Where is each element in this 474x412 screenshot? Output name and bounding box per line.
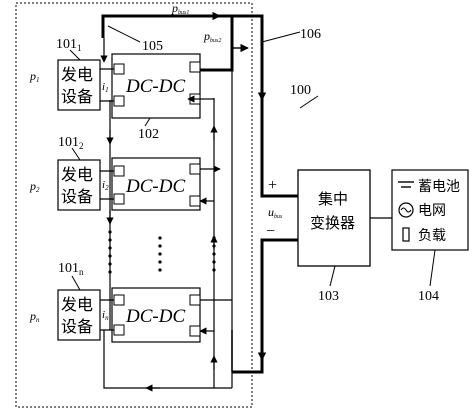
generator-label-na: 发电 xyxy=(61,295,93,314)
unit-1 xyxy=(57,38,214,119)
pout1-label: pbus1 xyxy=(171,1,189,16)
dcdc-label-n: DC-DC xyxy=(125,306,185,327)
dcdc-label-2: DC-DC xyxy=(125,176,185,197)
ref-102: 102 xyxy=(138,127,159,142)
load-label: 负载 xyxy=(418,228,446,244)
central-converter-label-1: 集中 xyxy=(318,190,348,208)
ref-105: 105 xyxy=(142,39,163,54)
load-resistor-icon xyxy=(402,227,410,242)
ref-100: 100 xyxy=(290,83,311,98)
minus-sign: − xyxy=(266,223,275,240)
ellipsis-dots xyxy=(108,230,216,274)
central-converter-box xyxy=(297,169,371,267)
unit-n xyxy=(57,287,232,343)
unit-2 xyxy=(57,157,221,211)
central-converter-label-2: 变换器 xyxy=(310,214,355,232)
dcdc-label-1: DC-DC xyxy=(125,76,185,97)
generator-box-n xyxy=(57,289,101,341)
inner-connectors xyxy=(109,98,215,388)
power-label-1: p1 xyxy=(29,69,40,84)
leader-lines xyxy=(69,25,436,291)
ref-103: 103 xyxy=(318,289,339,304)
ac-source-icon xyxy=(398,202,414,218)
current-label-1: i1 xyxy=(102,81,109,94)
connector-arrows xyxy=(106,125,218,370)
ref-104: 104 xyxy=(418,289,439,304)
current-label-2: i2 xyxy=(102,179,109,192)
grid-label: 电网 xyxy=(418,203,446,219)
ref-101-2: 1012 xyxy=(58,135,84,151)
power-label-2: p2 xyxy=(29,179,40,194)
pout2-label: pbus2 xyxy=(203,29,221,44)
plus-sign: + xyxy=(268,177,277,194)
return-line xyxy=(103,330,232,389)
ref-101-n: 101n xyxy=(58,261,84,277)
battery-icon xyxy=(398,181,414,188)
ubus-label: ubus xyxy=(268,205,283,220)
dcdc-box-2 xyxy=(111,157,201,211)
dcdc-box-1 xyxy=(111,53,201,119)
generator-box-2 xyxy=(57,159,101,211)
ref-106: 106 xyxy=(300,27,321,42)
bus-lines xyxy=(101,14,298,388)
generator-box-1 xyxy=(57,59,101,111)
generator-label-2b: 设备 xyxy=(61,187,93,206)
generator-label-1a: 发电 xyxy=(61,65,93,84)
dcdc-box-n xyxy=(111,287,201,343)
generator-label-2a: 发电 xyxy=(61,165,93,184)
ref-101-1: 1011 xyxy=(56,37,82,53)
current-label-n: in xyxy=(102,309,109,322)
battery-label: 蓄电池 xyxy=(418,179,460,195)
system-enclosure xyxy=(15,2,253,408)
generator-label-1b: 设备 xyxy=(61,87,93,106)
power-label-n: pn xyxy=(29,309,40,324)
generator-label-nb: 设备 xyxy=(61,317,93,336)
